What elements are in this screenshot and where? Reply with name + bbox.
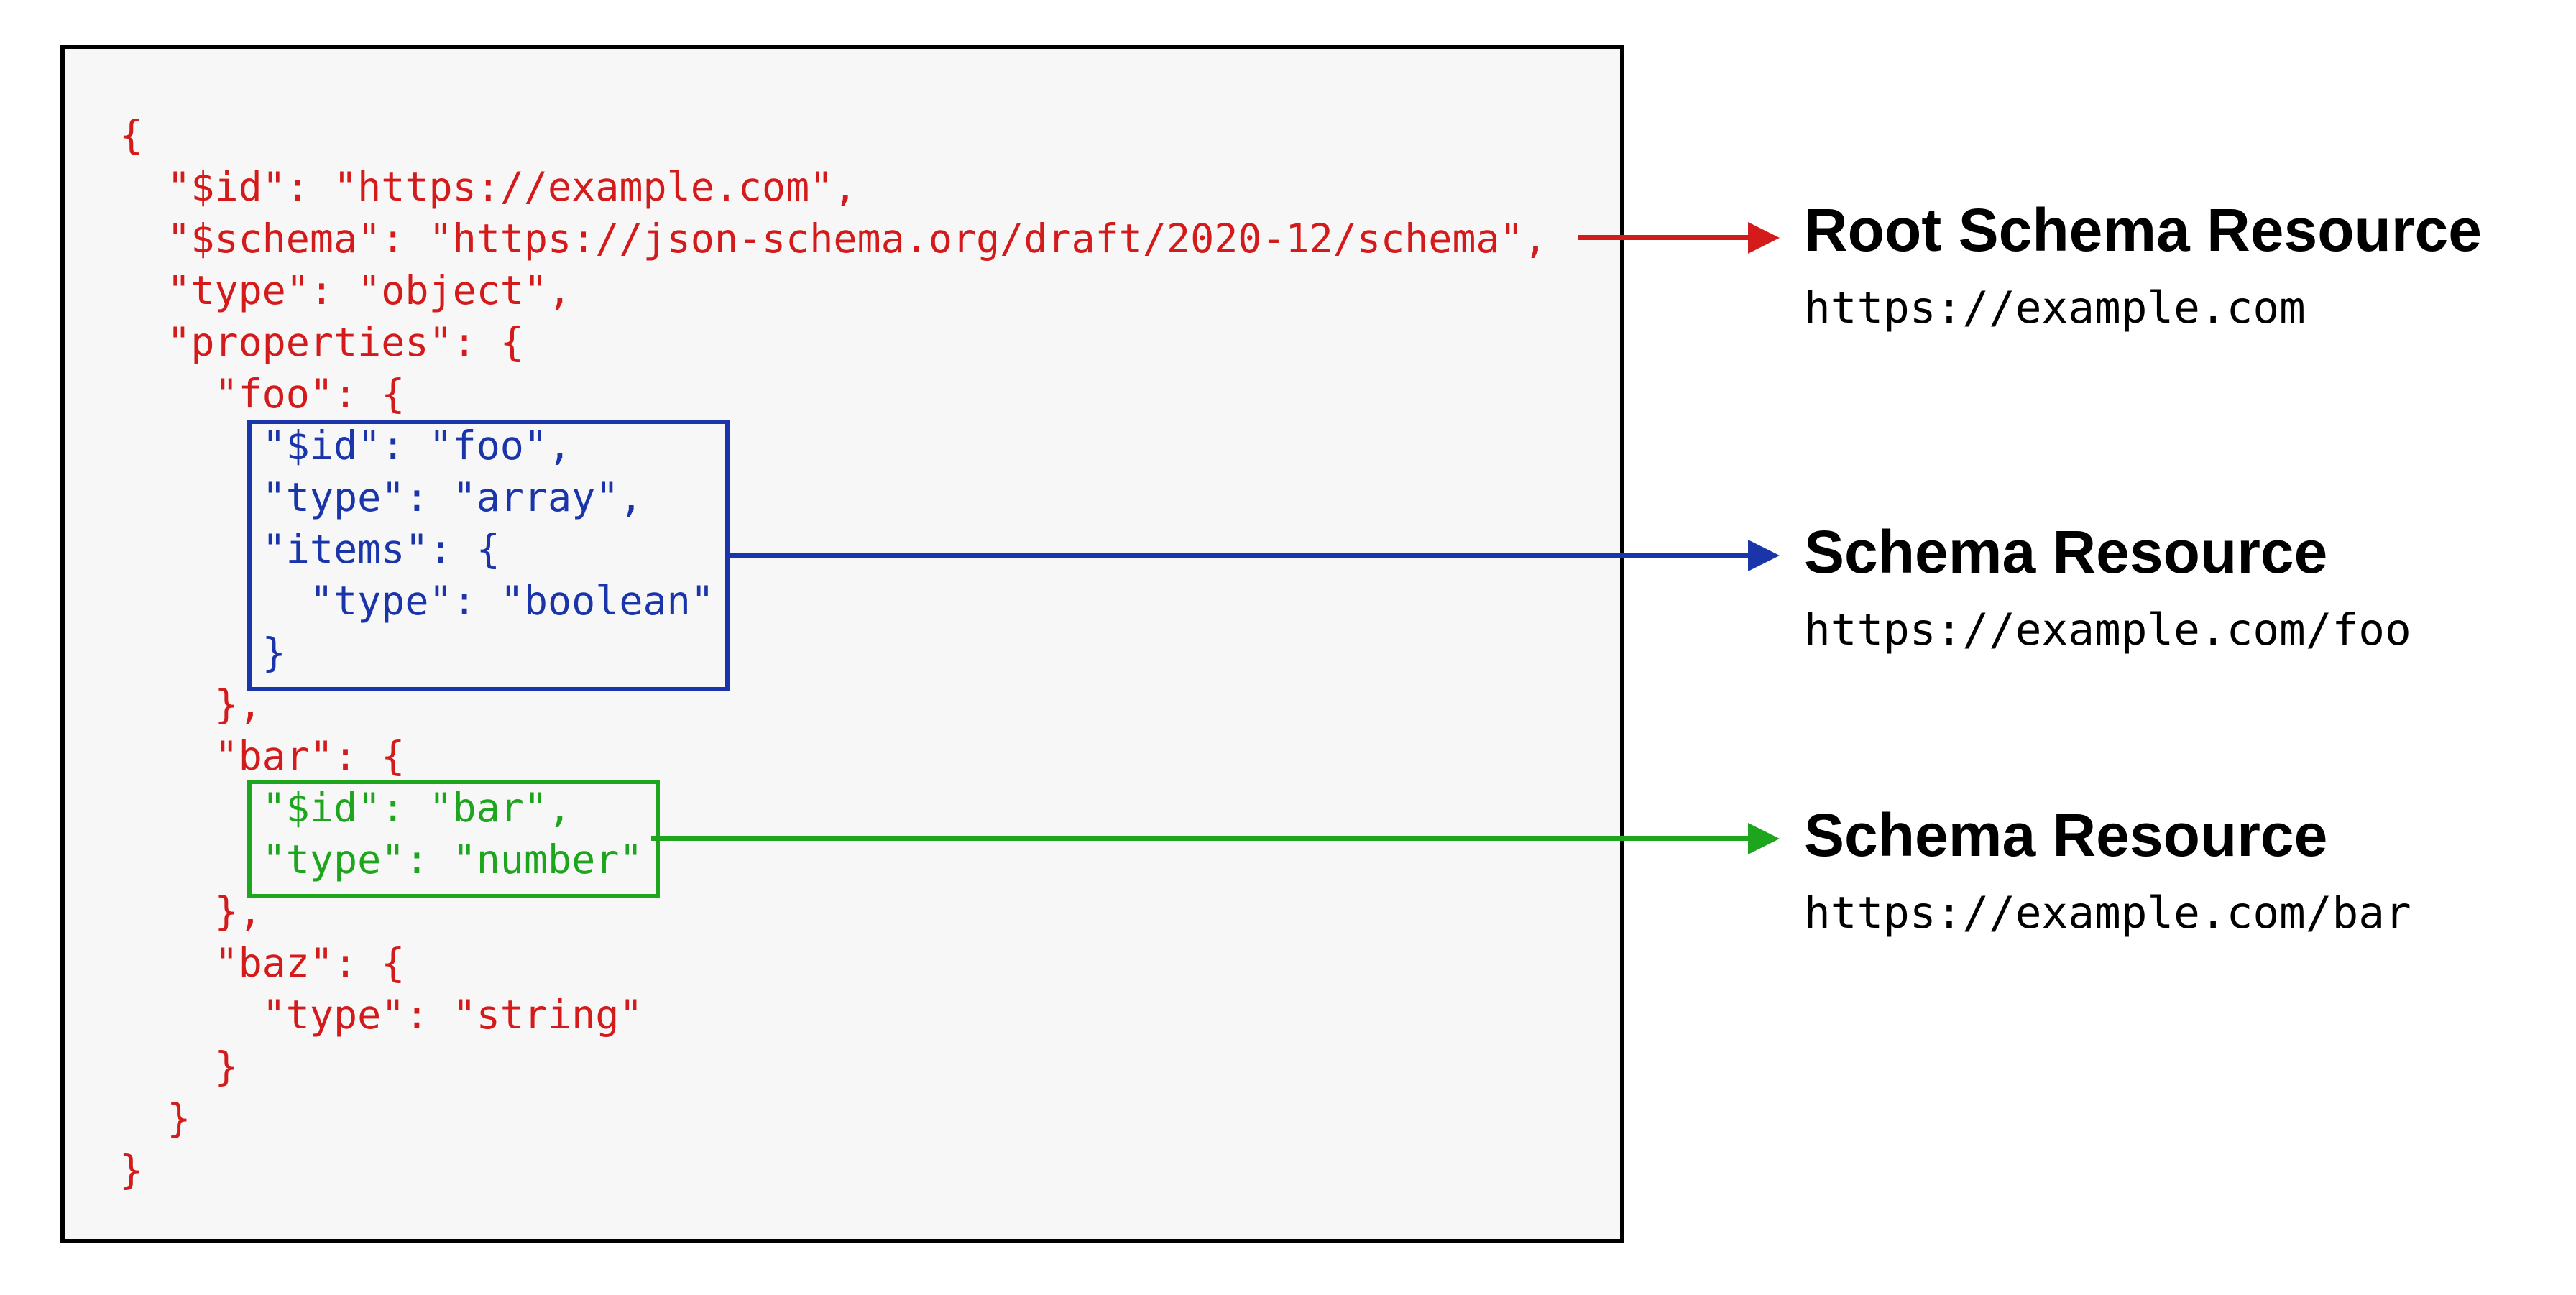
foo-schema-resource-box bbox=[247, 420, 730, 691]
code-line: "$schema": "https://json-schema.org/draf… bbox=[119, 216, 1547, 262]
code-line: "$id": "https://example.com", bbox=[119, 164, 857, 210]
annotation-heading: Root Schema Resource bbox=[1804, 196, 2482, 264]
arrow-head-icon bbox=[1748, 222, 1780, 254]
code-line: } bbox=[119, 1147, 144, 1193]
annotation-url: https://example.com bbox=[1804, 282, 2306, 333]
arrow-shaft bbox=[1578, 235, 1748, 240]
arrow-head-icon bbox=[1748, 540, 1780, 571]
code-line: "$id": "foo", bbox=[119, 423, 572, 469]
annotation-foo-schema: Schema Resource https://example.com/foo bbox=[1804, 522, 2411, 652]
code-line: "properties": { bbox=[119, 319, 524, 365]
code-line: "baz": { bbox=[119, 940, 405, 986]
annotation-url: https://example.com/bar bbox=[1804, 888, 2411, 939]
annotation-bar-schema: Schema Resource https://example.com/bar bbox=[1804, 805, 2411, 935]
annotation-heading: Schema Resource bbox=[1804, 518, 2328, 586]
annotation-heading: Schema Resource bbox=[1804, 801, 2328, 869]
schema-code-panel: { "$id": "https://example.com", "$schema… bbox=[60, 45, 1624, 1243]
code-line: "foo": { bbox=[119, 371, 405, 417]
annotation-url: https://example.com/foo bbox=[1804, 604, 2411, 655]
code-line: "items": { bbox=[119, 526, 500, 572]
code-line: "type": "array", bbox=[119, 474, 643, 520]
arrow-head-icon bbox=[1748, 823, 1780, 854]
arrow-shaft bbox=[725, 553, 1748, 558]
code-line: "type": "boolean" bbox=[119, 578, 714, 624]
code-line: } bbox=[119, 630, 286, 676]
annotation-root-schema: Root Schema Resource https://example.com bbox=[1804, 200, 2482, 330]
code-line: "type": "string" bbox=[119, 992, 643, 1038]
schema-code: { "$id": "https://example.com", "$schema… bbox=[119, 109, 1547, 1196]
code-line: } bbox=[119, 1043, 239, 1089]
code-line: "type": "object", bbox=[119, 267, 572, 313]
arrow-shaft bbox=[651, 836, 1748, 841]
code-line: "$id": "bar", bbox=[119, 785, 572, 831]
code-line: } bbox=[119, 1095, 191, 1141]
code-line: { bbox=[119, 112, 144, 158]
code-line: "type": "number" bbox=[119, 837, 643, 882]
code-line: "bar": { bbox=[119, 733, 405, 779]
bar-schema-resource-box bbox=[247, 780, 660, 898]
